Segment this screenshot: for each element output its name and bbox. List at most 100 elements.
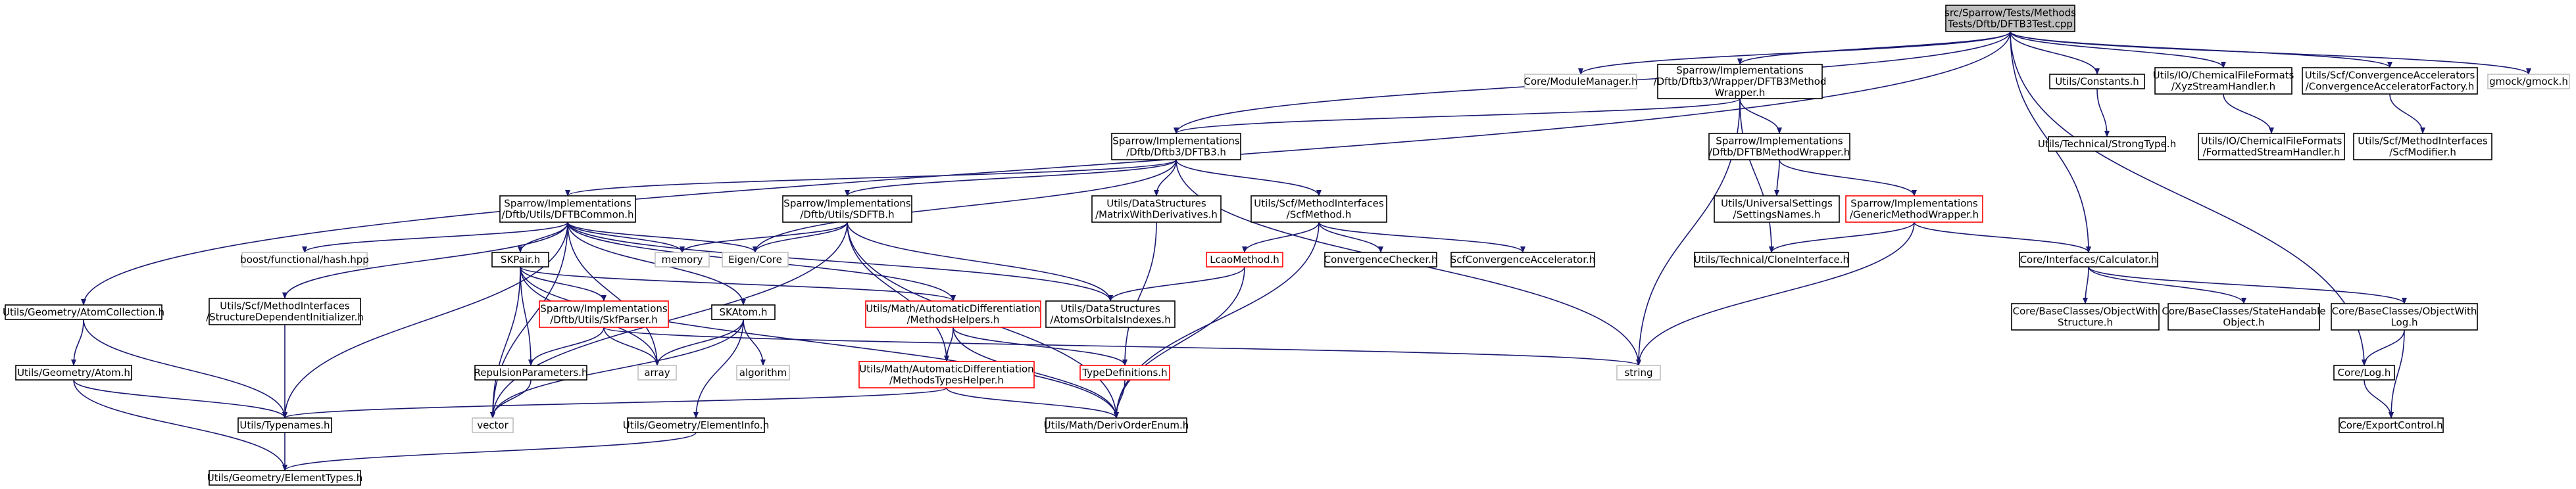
node-convergence-checker[interactable]: ConvergenceChecker.h	[1324, 252, 1438, 268]
node-box	[237, 417, 332, 433]
node-box	[5, 304, 162, 320]
node-settings-names[interactable]: Utils/UniversalSettings/SettingsNames.h	[1714, 195, 1840, 223]
node-struct-dep-init[interactable]: Utils/Scf/MethodInterfaces/StructureDepe…	[206, 298, 364, 325]
node-box	[1616, 365, 1661, 381]
node-string: string	[1616, 365, 1661, 381]
node-scf-modifier[interactable]: Utils/Scf/MethodInterfaces/ScfModifier.h	[2353, 133, 2492, 160]
node-label-line: string	[1624, 367, 1652, 379]
node-scf-method[interactable]: Utils/Scf/MethodInterfaces/ScfMethod.h	[1251, 195, 1387, 223]
node-element-types[interactable]: Utils/Geometry/ElementTypes.h	[207, 470, 363, 486]
node-dftb3-wrapper[interactable]: Sparrow/Implementations/Dftb/Dftb3/Wrapp…	[1654, 64, 1827, 99]
node-label-line: /ConvergenceAcceleratorFactory.h	[2306, 81, 2475, 93]
node-label-line: algorithm	[739, 367, 787, 379]
node-root[interactable]: src/Sparrow/Tests/MethodsTests/Dftb/DFTB…	[1944, 5, 2076, 32]
node-box	[2154, 67, 2292, 95]
edge-generic_method_wrapper-to-calculator	[1914, 221, 2091, 253]
edge-dftb_common-to-atoms_orbitals	[567, 221, 1113, 302]
node-label-line: Core/BaseClasses/ObjectWith	[2013, 306, 2158, 317]
node-box	[1450, 252, 1595, 268]
node-label-line: Utils/DataStructures	[1106, 198, 1206, 210]
node-box	[2049, 74, 2145, 89]
edge-dftb_common-to-typenames	[282, 221, 568, 419]
node-utils-constants[interactable]: Utils/Constants.h	[2049, 74, 2145, 89]
node-matrix-with-deriv[interactable]: Utils/DataStructures/MatrixWithDerivativ…	[1091, 195, 1222, 223]
node-label-line: /Dftb/Dftb3/DFTB3.h	[1126, 147, 1226, 158]
node-box	[1708, 133, 1850, 160]
node-deriv-order-enum[interactable]: Utils/Math/DerivOrderEnum.h	[1044, 417, 1189, 433]
node-label-line: /MethodsHelpers.h	[907, 314, 1000, 326]
node-box	[241, 252, 368, 268]
node-atom-h[interactable]: Utils/Geometry/Atom.h	[15, 365, 132, 381]
node-skpair[interactable]: SKPair.h	[491, 252, 549, 268]
node-label-line: Utils/Geometry/ElementTypes.h	[207, 472, 363, 484]
node-boost-hash: boost/functional/hash.hpp	[240, 252, 369, 268]
node-label-line: ScfConvergenceAccelerator.h	[1450, 254, 1596, 266]
node-export-control[interactable]: Core/ExportControl.h	[2339, 417, 2444, 433]
node-label-line: SKAtom.h	[719, 306, 767, 318]
node-box	[472, 417, 514, 433]
node-dftb3-h[interactable]: Sparrow/Implementations/Dftb/Dftb3/DFTB3…	[1111, 133, 1241, 160]
node-methods-helpers[interactable]: Utils/Math/AutomaticDifferentiation/Meth…	[865, 300, 1041, 328]
node-repulsion-params[interactable]: RepulsionParameters.h	[474, 365, 588, 381]
edge-calculator-to-state_handable	[2088, 266, 2246, 304]
edge-dftb_method_wrapper-to-generic_method_wrapper	[1779, 159, 1917, 197]
node-box	[1524, 74, 1637, 89]
node-label-line: /GenericMethodWrapper.h	[1850, 209, 1979, 221]
edge-root-to-xyz_stream	[2010, 31, 2226, 68]
node-atoms-orbitals[interactable]: Utils/DataStructures/AtomsOrbitalsIndexe…	[1045, 300, 1176, 328]
node-element-info[interactable]: Utils/Geometry/ElementInfo.h	[623, 417, 769, 433]
node-sdftb[interactable]: Sparrow/Implementations/Dftb/Utils/SDFTB…	[782, 195, 912, 223]
edge-root-to-utils_constants	[2010, 31, 2100, 75]
node-atom-collection[interactable]: Utils/Geometry/AtomCollection.h	[3, 304, 164, 320]
node-calculator[interactable]: Core/Interfaces/Calculator.h	[2019, 252, 2158, 268]
node-lcao-method[interactable]: LcaoMethod.h	[1206, 252, 1283, 268]
node-xyz-stream[interactable]: Utils/IO/ChemicalFileFormats/XyzStreamHa…	[2153, 67, 2294, 95]
node-scf-conv-acc[interactable]: ScfConvergenceAccelerator.h	[1450, 252, 1596, 268]
node-skatom[interactable]: SKAtom.h	[711, 304, 776, 320]
node-type-definitions[interactable]: TypeDefinitions.h	[1079, 365, 1170, 381]
node-vector: vector	[472, 417, 514, 433]
edge-dftb_common-to-eigen_core	[567, 221, 758, 253]
node-label-line: Core/BaseClasses/StateHandable	[2162, 306, 2325, 317]
node-dftb-common[interactable]: Sparrow/Implementations/Dftb/Utils/DFTBC…	[499, 195, 636, 223]
edge-dftb3_h-to-eigen_core	[753, 159, 1177, 253]
node-box	[539, 300, 669, 328]
node-core-module-manager: Core/ModuleManager.h	[1524, 74, 1638, 89]
node-box	[655, 252, 710, 268]
node-label-line: Utils/IO/ChemicalFileFormats	[2201, 135, 2342, 147]
node-conv-acc-factory[interactable]: Utils/Scf/ConvergenceAccelerators/Conver…	[2302, 67, 2478, 95]
node-box	[736, 365, 790, 381]
node-box	[491, 252, 549, 268]
edge-methods_helpers-to-deriv_order_enum	[953, 327, 1119, 419]
node-formatted-stream[interactable]: Utils/IO/ChemicalFileFormats/FormattedSt…	[2198, 133, 2345, 160]
edge-conv_acc_factory-to-scf_modifier	[2389, 93, 2425, 134]
node-skparser[interactable]: Sparrow/Implementations/Dftb/Utils/SkfPa…	[539, 300, 669, 328]
node-box	[627, 417, 765, 433]
node-box	[858, 361, 1035, 388]
node-strong-type[interactable]: Utils/Technical/StrongType.h	[2038, 136, 2176, 152]
edge-sdftb-to-memory	[680, 221, 848, 253]
node-core-log[interactable]: Core/Log.h	[2333, 365, 2395, 381]
node-label-line: Sparrow/Implementations	[1716, 135, 1843, 147]
node-memory: memory	[655, 252, 710, 268]
node-layer: src/Sparrow/Tests/MethodsTests/Dftb/DFTB…	[3, 5, 2570, 486]
node-label-line: Core/ModuleManager.h	[1524, 76, 1638, 87]
node-label-line: Core/ExportControl.h	[2339, 419, 2442, 431]
node-methods-types-helper[interactable]: Utils/Math/AutomaticDifferentiation/Meth…	[858, 361, 1035, 388]
edge-skpair-to-methods_helpers	[520, 266, 956, 302]
node-clone-interface[interactable]: Utils/Technical/CloneInterface.h	[1694, 252, 1849, 268]
node-dftb-method-wrapper[interactable]: Sparrow/Implementations/Dftb/DFTBMethodW…	[1708, 133, 1850, 160]
node-label-line: Object.h	[2223, 317, 2264, 329]
node-label-line: Utils/Geometry/Atom.h	[17, 367, 130, 379]
node-label-line: Core/BaseClasses/ObjectWith	[2332, 306, 2477, 317]
edge-skatom-to-algorithm	[743, 319, 766, 366]
edge-xyz_stream-to-formatted_stream	[2223, 93, 2274, 134]
node-typenames[interactable]: Utils/Typenames.h	[237, 417, 332, 433]
node-box	[1206, 252, 1283, 268]
edge-skatom-to-vector	[490, 319, 744, 419]
node-label-line: Eigen/Core	[728, 254, 782, 266]
node-generic-method-wrapper[interactable]: Sparrow/Implementations/GenericMethodWra…	[1845, 195, 1983, 223]
